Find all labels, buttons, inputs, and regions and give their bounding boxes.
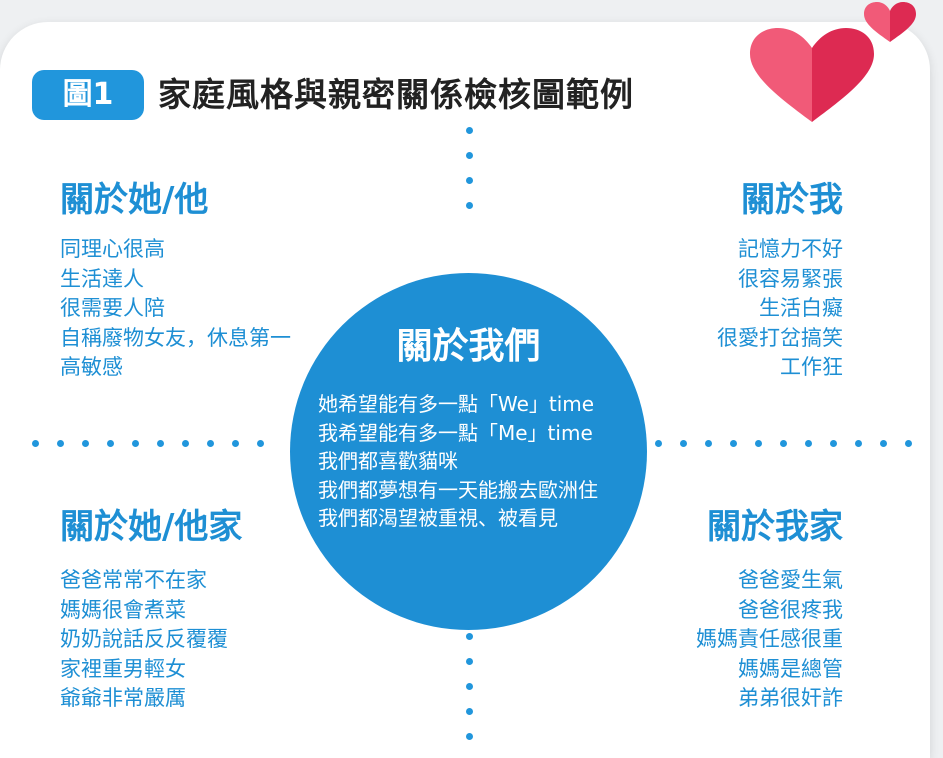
divider-dot xyxy=(107,440,114,447)
divider-dot xyxy=(730,440,737,447)
divider-dot xyxy=(855,440,862,447)
heading-about-her-him-family: 關於她/他家 xyxy=(60,507,243,547)
list-item: 家裡重男輕女 xyxy=(60,656,186,681)
divider-dot xyxy=(466,658,473,665)
divider-dot xyxy=(182,440,189,447)
list-item: 很容易緊張 xyxy=(738,266,843,291)
list-item: 我們都喜歡貓咪 xyxy=(318,449,458,473)
list-item: 很愛打岔搞笑 xyxy=(717,325,843,350)
list-item: 爸爸愛生氣 xyxy=(738,568,843,592)
divider-dot xyxy=(655,440,662,447)
list-item: 我們都夢想有一天能搬去歐洲住 xyxy=(318,477,598,502)
list-item: 記憶力不好 xyxy=(738,237,843,261)
divider-dot xyxy=(905,440,912,447)
divider-dot xyxy=(466,633,473,640)
divider-dot xyxy=(466,733,473,740)
list-item: 我希望能有多一點「Me」time xyxy=(318,420,593,445)
list-item: 她希望能有多一點「We」time xyxy=(318,392,595,416)
divider-dot xyxy=(157,440,164,447)
divider-dot xyxy=(132,440,139,447)
divider-dot xyxy=(780,440,787,447)
list-item: 爸爸很疼我 xyxy=(738,597,843,622)
heading-about-me: 關於我 xyxy=(741,180,843,220)
heading-about-my-family: 關於我家 xyxy=(707,507,843,547)
list-item: 生活達人 xyxy=(60,266,144,291)
divider-dot xyxy=(805,440,812,447)
list-item: 高敏感 xyxy=(60,355,123,379)
divider-dot xyxy=(466,708,473,715)
list-item: 生活白癡 xyxy=(759,296,843,320)
divider-dot xyxy=(830,440,837,447)
list-about-her-him-family: 爸爸常常不在家 媽媽很會煮菜 奶奶說話反反覆覆 家裡重男輕女 爺爺非常嚴厲 xyxy=(60,566,228,714)
large-heart-icon xyxy=(750,28,874,122)
divider-dot xyxy=(466,152,473,159)
list-item: 很需要人陪 xyxy=(60,296,165,320)
divider-dot xyxy=(466,127,473,134)
list-about-us: 她希望能有多一點「We」time 我希望能有多一點「Me」time 我們都喜歡貓… xyxy=(318,390,598,533)
divider-dot xyxy=(705,440,712,447)
list-item: 媽媽責任感很重 xyxy=(696,627,843,651)
center-circle xyxy=(290,273,647,630)
list-item: 工作狂 xyxy=(780,355,843,379)
divider-dot xyxy=(466,177,473,184)
list-item: 自稱廢物女友，休息第一 xyxy=(60,325,291,350)
list-item: 爺爺非常嚴厲 xyxy=(60,686,186,710)
small-heart-icon xyxy=(864,2,916,42)
divider-dot xyxy=(207,440,214,447)
heading-about-us: 關於我們 xyxy=(396,326,541,367)
list-about-me: 記憶力不好 很容易緊張 生活白癡 很愛打岔搞笑 工作狂 xyxy=(717,235,843,383)
list-item: 媽媽很會煮菜 xyxy=(60,597,186,622)
list-about-my-family: 爸爸愛生氣 爸爸很疼我 媽媽責任感很重 媽媽是總管 弟弟很奸詐 xyxy=(696,566,843,714)
list-item: 奶奶說話反反覆覆 xyxy=(60,627,228,651)
hearts-decoration xyxy=(750,2,916,122)
list-item: 我們都渴望被重視、被看見 xyxy=(318,506,558,530)
list-item: 媽媽是總管 xyxy=(738,656,843,681)
list-item: 爸爸常常不在家 xyxy=(60,568,207,592)
list-item: 同理心很高 xyxy=(60,237,165,261)
divider-dot xyxy=(680,440,687,447)
divider-dot xyxy=(32,440,39,447)
figure-title: 家庭風格與親密關係檢核圖範例 xyxy=(158,75,634,114)
divider-dot xyxy=(257,440,264,447)
divider-dot xyxy=(880,440,887,447)
figure-badge: 圖1 xyxy=(32,70,144,120)
list-item: 弟弟很奸詐 xyxy=(738,686,843,710)
divider-dot xyxy=(57,440,64,447)
divider-dot xyxy=(755,440,762,447)
divider-dot xyxy=(232,440,239,447)
list-about-her-him: 同理心很高 生活達人 很需要人陪 自稱廢物女友，休息第一 高敏感 xyxy=(60,235,291,383)
divider-dot xyxy=(466,202,473,209)
divider-dot xyxy=(466,683,473,690)
heading-about-her-him: 關於她/他 xyxy=(60,180,209,220)
divider-dot xyxy=(82,440,89,447)
